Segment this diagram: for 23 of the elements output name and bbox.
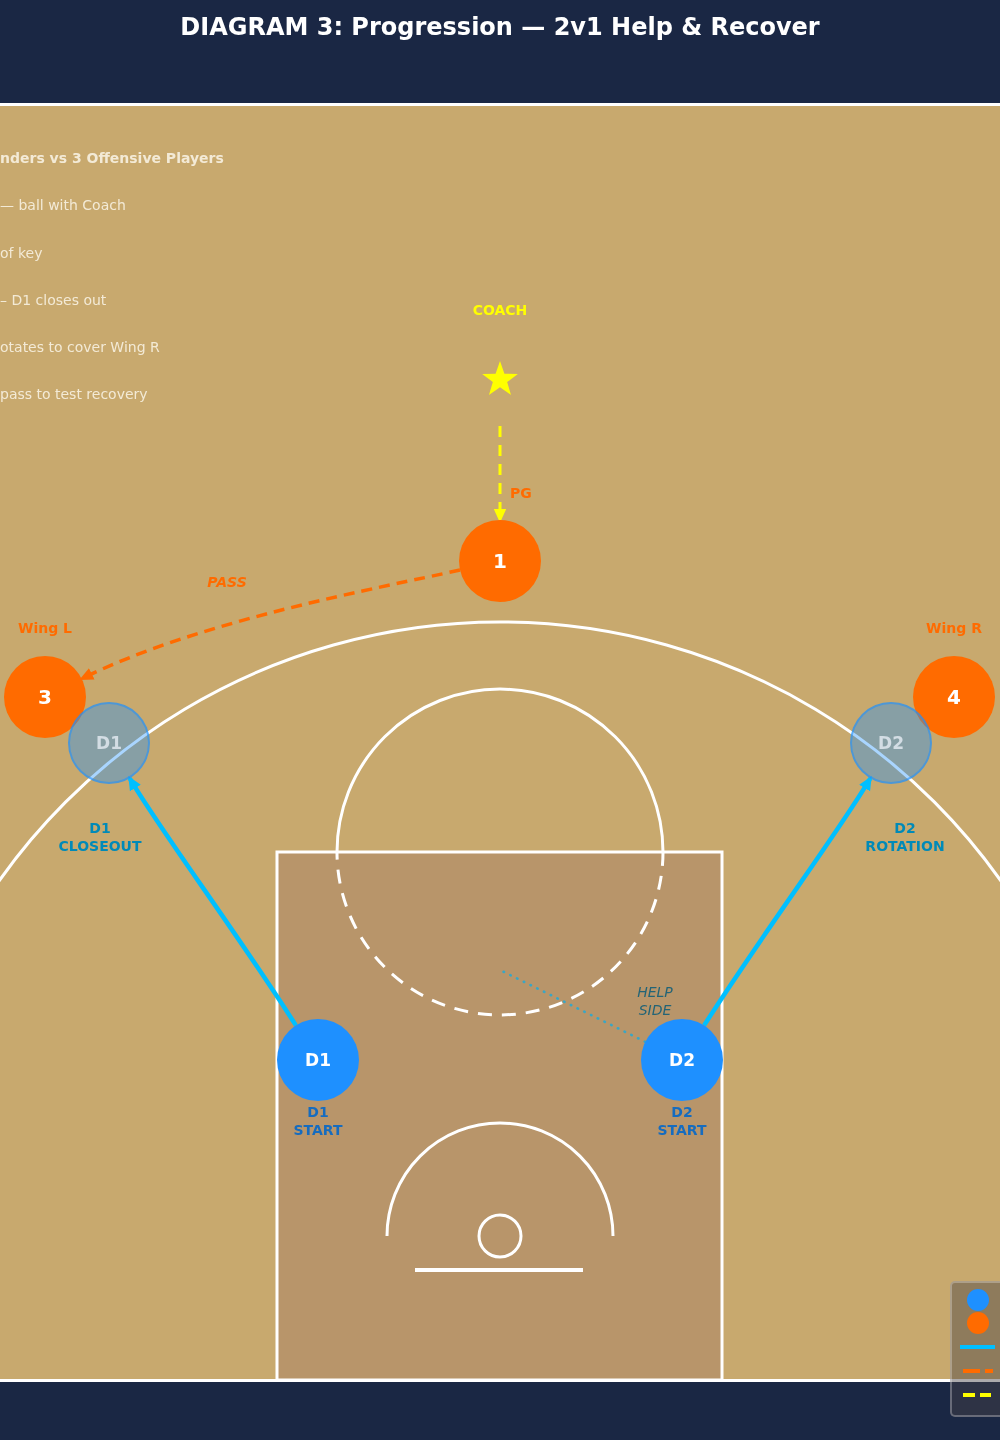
defender-target-marker: D2 bbox=[850, 702, 932, 784]
note-text: — ball with Coach bbox=[0, 196, 126, 214]
note-text: – D1 closes out bbox=[0, 291, 107, 309]
coach-label: COACH bbox=[472, 301, 528, 319]
start-position-label: D2 START bbox=[657, 1103, 707, 1139]
position-label: Wing R bbox=[926, 619, 982, 637]
dashed-arrow bbox=[493, 426, 507, 523]
edge-label: D1 CLOSEOUT bbox=[58, 819, 142, 855]
note-text: nders vs 3 Offensive Players bbox=[0, 149, 224, 167]
edge-label: PASS bbox=[207, 573, 247, 591]
edge-label: HELP SIDE bbox=[637, 983, 673, 1019]
dashed-pass-arrow bbox=[79, 568, 461, 681]
note-text: otates to cover Wing R bbox=[0, 338, 160, 356]
position-label: Wing L bbox=[18, 619, 72, 637]
edge-label: D2 ROTATION bbox=[865, 819, 945, 855]
start-position-label: D1 START bbox=[293, 1103, 343, 1139]
note-text: of key bbox=[0, 244, 43, 262]
note-text: pass to test recovery bbox=[0, 385, 148, 403]
title: DIAGRAM 3: Progression — 2v1 Help & Recover bbox=[180, 12, 820, 42]
position-label: PG bbox=[510, 484, 532, 502]
curved-arrow bbox=[702, 776, 873, 1027]
defender-target-marker: D1 bbox=[68, 702, 150, 784]
curved-arrow bbox=[127, 776, 298, 1027]
